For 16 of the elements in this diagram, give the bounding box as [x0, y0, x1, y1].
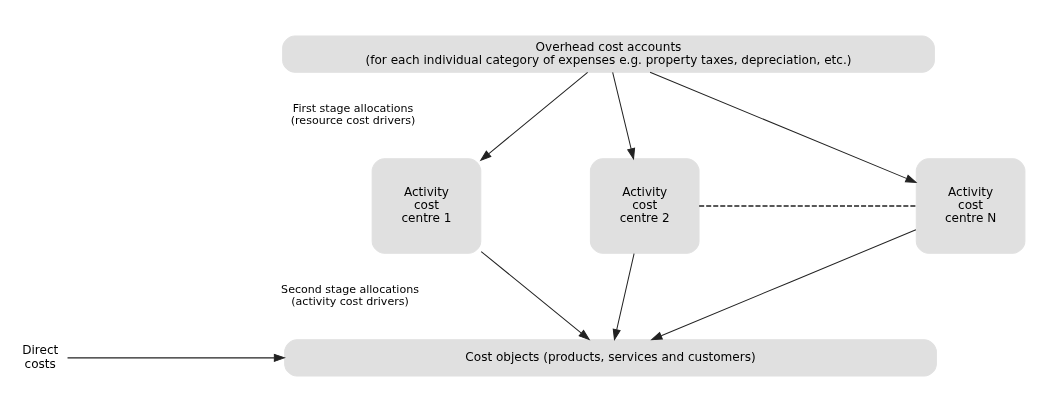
arrow [612, 253, 635, 342]
label: Second stage allocations (activity cost drivers) [281, 283, 419, 309]
node-box: Overhead cost accounts (for each individual category of expenses e.g. property taxes, depreciation, etc.) [282, 35, 935, 73]
node-text: Direct costs [22, 343, 59, 371]
node-box: Activity cost centre N [915, 158, 1026, 254]
node-box: Activity cost centre 2 [589, 158, 700, 254]
arrow [612, 71, 636, 161]
arrow [650, 229, 917, 341]
arrow [480, 251, 591, 341]
arrow [479, 71, 589, 162]
arrow [67, 353, 286, 363]
arrow [649, 71, 918, 183]
node-box: Cost objects (products, services and customers) [284, 339, 937, 377]
node-box: Activity cost centre 1 [371, 158, 482, 254]
connector [698, 205, 917, 207]
label: First stage allocations (resource cost drivers) [290, 102, 416, 128]
